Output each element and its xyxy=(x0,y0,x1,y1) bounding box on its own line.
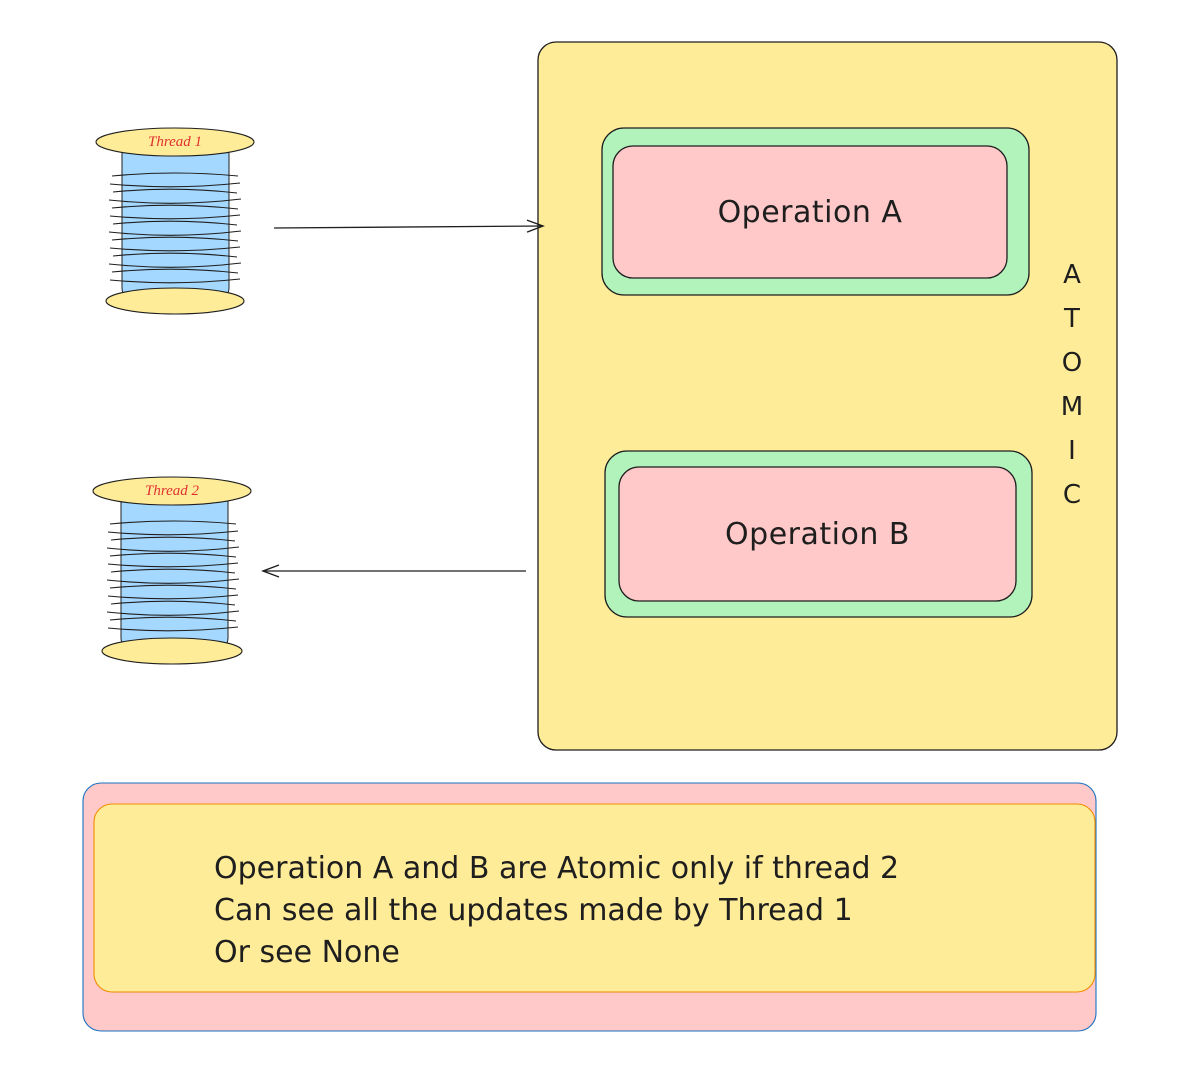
thread-1-bottom-cap xyxy=(105,287,245,315)
operation-b-inner xyxy=(618,466,1017,602)
thread-2-coils xyxy=(106,520,240,632)
note-line: Or see None xyxy=(214,935,400,970)
operation-a-block xyxy=(601,127,1030,296)
operation-a-label: Operation A xyxy=(717,194,903,230)
note-front-rect xyxy=(93,803,1096,993)
thread-2-top-cap xyxy=(92,476,252,506)
arrow-thread-1-to-atomic xyxy=(273,219,545,233)
atomic-letter: O xyxy=(1061,348,1083,378)
note-line: Can see all the updates made by Thread 1 xyxy=(214,893,853,928)
thread-1-label: Thread 1 xyxy=(147,133,203,150)
operation-b-block xyxy=(604,450,1033,618)
atomic-letter: A xyxy=(1063,260,1081,290)
operation-b-label: Operation B xyxy=(725,516,910,552)
atomic-letter: M xyxy=(1060,392,1084,422)
thread-1-coils xyxy=(108,172,242,284)
atomic-letter: T xyxy=(1064,304,1080,334)
note-line: Operation A and B are Atomic only if thr… xyxy=(214,851,900,886)
operation-a-inner xyxy=(612,145,1008,279)
note-text: Operation A and B are Atomic only if thr… xyxy=(214,848,1034,974)
thread-1-spool xyxy=(95,127,255,315)
atomic-letter: I xyxy=(1068,436,1076,466)
thread-2-bottom-cap xyxy=(101,637,243,665)
thread-2-label: Thread 2 xyxy=(144,482,200,499)
thread-1-top-cap xyxy=(95,127,255,157)
note-box xyxy=(82,782,1097,1032)
atomic-letter: C xyxy=(1062,480,1082,510)
thread-2-spool xyxy=(92,476,252,665)
